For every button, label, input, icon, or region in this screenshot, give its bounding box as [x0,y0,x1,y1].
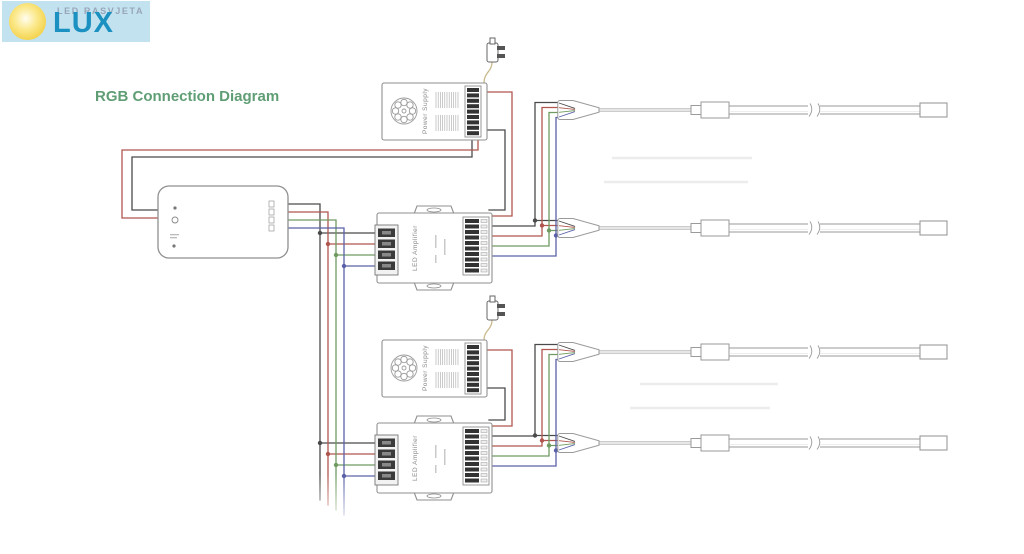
led-strip-1 [557,99,948,121]
controller-button [171,216,179,224]
power-supply-2-label: Power Supply [422,345,429,391]
ac-plug-1 [486,37,506,63]
controller-led-dot [173,206,177,210]
led-strip-2 [557,217,948,239]
led-strip-4 [557,432,948,454]
led-amplifier-1-label: LED Amplifier [412,225,419,271]
ac-plug-2 [486,295,506,321]
wire-green [287,111,560,511]
led-strip-3 [557,341,948,363]
wire-blue [287,116,560,516]
brand-tagline: LED RASVJETA [57,6,145,16]
sun-icon [9,3,46,40]
wire-red [121,91,560,506]
brand-logo: LED RASVJETA LUX [2,1,150,42]
led-amplifier-2 [374,415,493,501]
wire-mains [483,61,493,341]
controller-output-terminals [268,200,275,232]
wires [121,61,560,516]
junction-dots [317,218,559,479]
power-supply-2 [382,340,487,397]
led-amplifier-1 [374,205,493,291]
rgb-controller [157,185,289,259]
power-supply-1 [382,83,487,140]
watermark-lines [604,156,778,410]
brand-name: LUX [53,7,114,39]
power-supply-1-label: Power Supply [422,88,429,134]
wire-fadeout [306,474,352,528]
led-amplifier-2-label: LED Amplifier [412,435,419,481]
diagram-title: RGB Connection Diagram [95,88,280,105]
controller-print [170,234,179,239]
